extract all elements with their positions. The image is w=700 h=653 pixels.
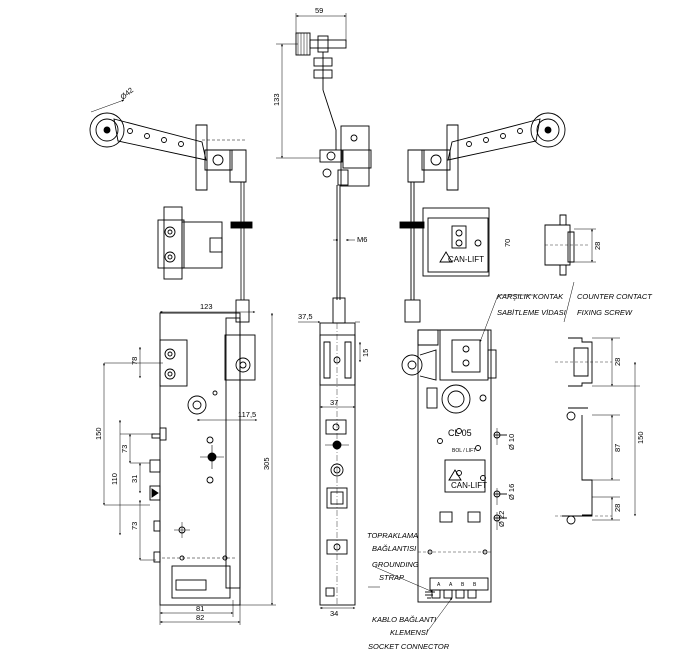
grounding-tr-line1: TOPRAKLAMA	[367, 531, 418, 540]
dim-28-small: 28	[593, 242, 602, 250]
dim-d22: Ø 22	[497, 511, 506, 527]
socket-tr-line1: KABLO BAĞLANTI	[372, 615, 436, 624]
grounding-en-line2: STRAP	[379, 573, 404, 582]
terminal-a1: A	[437, 582, 441, 588]
left-main-body	[149, 312, 256, 606]
left-view	[89, 99, 276, 625]
counter-contact-en-line1: COUNTER CONTACT	[577, 292, 653, 301]
dim-73-a: 73	[120, 445, 129, 453]
grounding-tr-line2: BAĞLANTISI	[372, 544, 416, 553]
dim-31: 31	[130, 475, 139, 483]
dim-15: 15	[361, 349, 370, 357]
dim-87-profile: 87	[613, 444, 622, 452]
dim-34: 34	[330, 609, 338, 618]
dim-123: 123	[200, 302, 213, 311]
dim-70: 70	[503, 239, 512, 247]
dim-roller-diameter: Ø42	[119, 86, 136, 102]
terminal-b2: B	[473, 582, 477, 588]
right-mid-bracket	[422, 207, 490, 277]
dim-37-5: 37,5	[298, 312, 313, 321]
terminal-a2: A	[449, 582, 453, 588]
brand-logo-top: CAN-LIFT	[448, 255, 484, 264]
model-sub-label: BOL / LIFT	[452, 448, 476, 454]
center-knob	[295, 32, 347, 150]
right-small-part-view	[544, 214, 596, 276]
right-center-dimension-lines	[368, 281, 575, 633]
model-label: CL 05	[448, 428, 472, 438]
socket-en-line: SOCKET CONNECTOR	[368, 642, 450, 651]
counter-contact-tr-line1: KARŞILIK KONTAK	[497, 292, 564, 301]
right-main-body	[401, 329, 507, 603]
left-dimension-lines	[90, 99, 276, 625]
dim-37: 37	[330, 398, 338, 407]
terminal-b1: B	[461, 582, 465, 588]
dim-81: 81	[196, 604, 204, 613]
counter-contact-tr-line2: SABİTLEME VİDASI	[497, 308, 566, 317]
dim-78: 78	[130, 357, 139, 365]
right-lever-arm	[407, 112, 566, 191]
dim-150-left: 150	[94, 427, 103, 440]
dim-m6: M6	[357, 235, 367, 244]
brand-logo-main: CAN-LIFT	[451, 481, 487, 490]
dim-73-b: 73	[130, 522, 139, 530]
right-center-view	[368, 112, 575, 633]
dim-28-profile-a: 28	[613, 358, 622, 366]
dim-28-profile-b: 28	[613, 504, 622, 512]
counter-contact-en-line2: FIXING SCREW	[577, 308, 633, 317]
left-lever-arm	[89, 112, 247, 191]
dim-110: 110	[110, 473, 119, 485]
left-bracket	[157, 206, 223, 280]
center-dimension-lines	[276, 13, 361, 609]
dim-117-5: 117,5	[238, 410, 256, 419]
dim-150-profile: 150	[636, 431, 645, 444]
center-upper-mechanism	[319, 125, 372, 187]
dim-305: 305	[262, 457, 271, 470]
dim-59: 59	[315, 6, 323, 15]
center-view	[276, 13, 372, 609]
right-profile-view	[555, 337, 640, 525]
dim-133: 133	[272, 93, 281, 106]
grounding-en-line1: GROUNDING	[372, 560, 419, 569]
dim-d10: Ø 10	[507, 434, 516, 450]
dim-d16: Ø 16	[507, 484, 516, 500]
socket-tr-line2: KLEMENSİ	[390, 628, 429, 637]
dim-82: 82	[196, 613, 204, 622]
center-main-body	[319, 322, 356, 606]
profile-dimension-lines	[592, 337, 640, 521]
